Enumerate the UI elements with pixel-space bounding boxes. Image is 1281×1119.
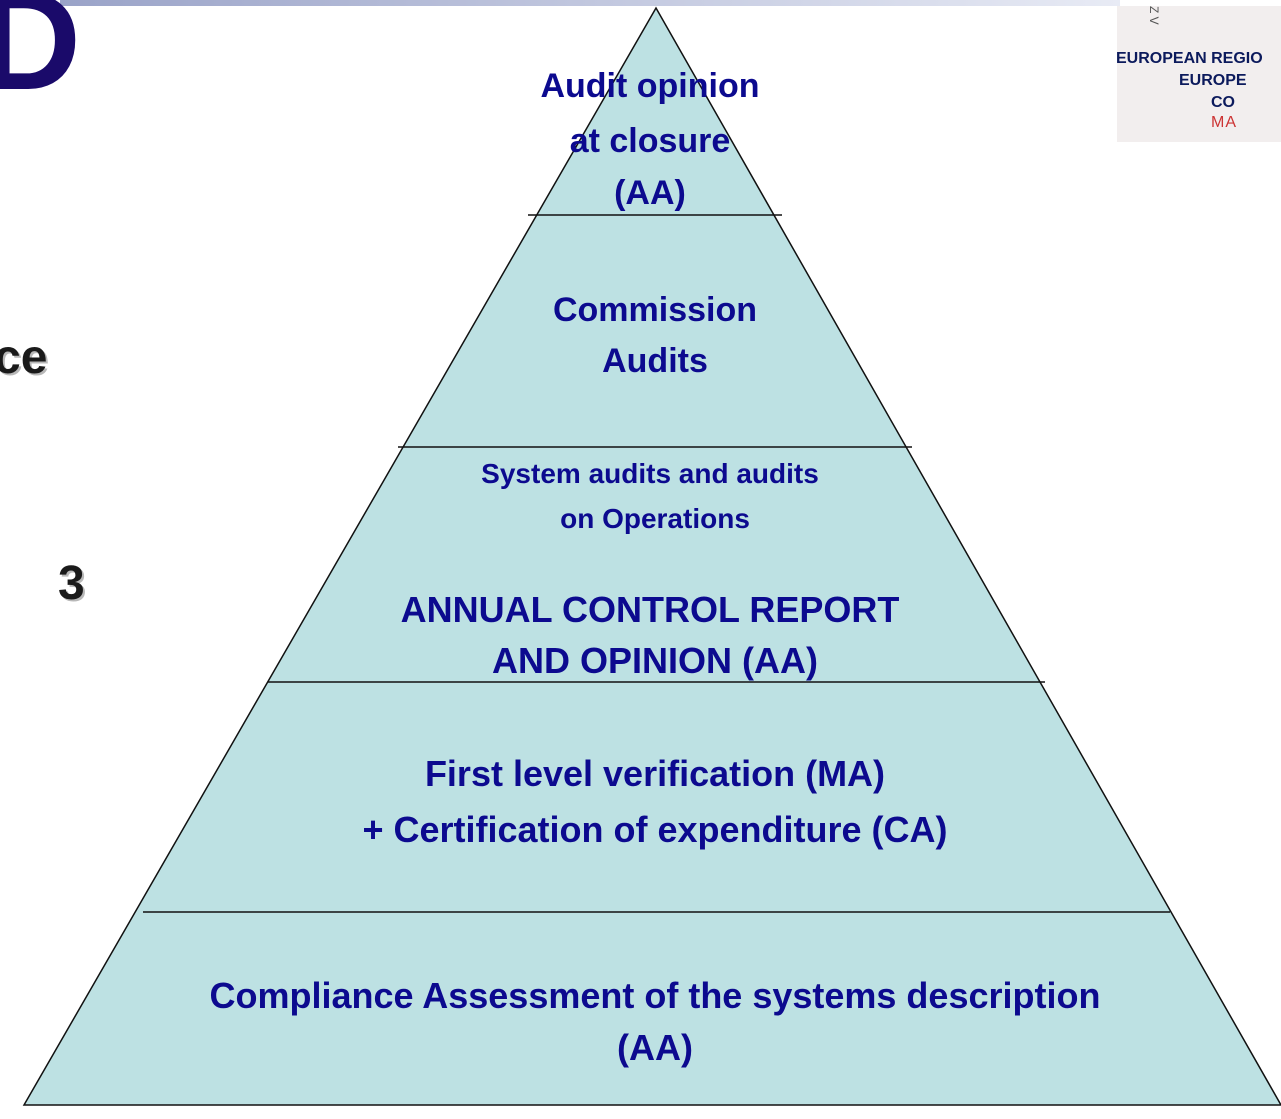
level-3-extra-line-1: ANNUAL CONTROL REPORT	[401, 589, 900, 630]
level-3-extra-line-2: AND OPINION (AA)	[492, 640, 818, 681]
header-rule	[60, 0, 1120, 6]
level-2-line-1: Commission	[553, 291, 757, 329]
level-3-line-1: System audits and audits	[481, 458, 819, 489]
logo-line-4: MA	[1211, 114, 1237, 131]
level-5-line-2: (AA)	[617, 1027, 693, 1068]
erdf-logo: Z V EUROPEAN REGIO EUROPE CO MA	[1117, 6, 1281, 142]
level-1-line-3: (AA)	[614, 174, 686, 212]
partial-title-letter: D	[0, 0, 82, 119]
pyramid-body	[22, 6, 1281, 1106]
logo-line-3: CO	[1211, 94, 1235, 111]
logo-line-2: EUROPE	[1179, 72, 1247, 89]
level-4-line-1: First level verification (MA)	[425, 753, 885, 794]
level-2-line-2: Audits	[602, 342, 708, 380]
partial-bullet-text-2: 3	[58, 557, 85, 610]
level-4-line-2: + Certification of expenditure (CA)	[362, 809, 947, 850]
partial-bullet-text-1: ce	[0, 331, 48, 384]
logo-top-text: Z V	[1147, 6, 1161, 25]
level-1-line-2: at closure	[570, 122, 731, 160]
level-3-line-2: on Operations	[560, 503, 750, 534]
logo-line-1: EUROPEAN REGIO	[1117, 50, 1263, 67]
level-5-line-1: Compliance Assessment of the systems des…	[210, 975, 1101, 1016]
level-1-line-1: Audit opinion	[540, 67, 759, 105]
